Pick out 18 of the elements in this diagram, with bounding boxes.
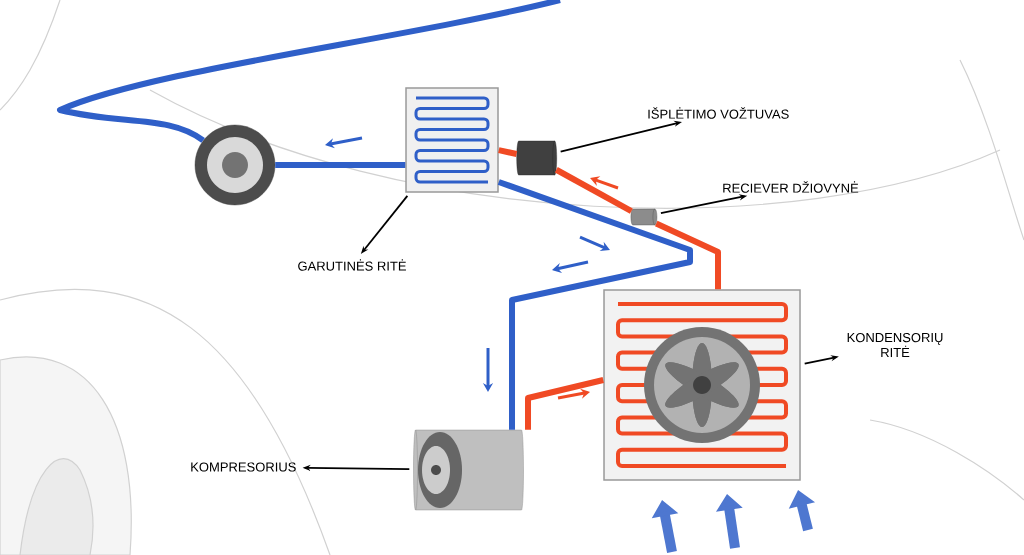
evaporator-coil: [405, 87, 499, 193]
refrigerant-pipe: [498, 147, 518, 157]
compressor: [413, 429, 524, 511]
valve: [516, 140, 557, 176]
refrigerant-pipe: [655, 220, 721, 290]
part-label: KONDENSORIŲ RITĖ: [847, 332, 943, 358]
part-label: RECIEVER DŽIOVYNĖ: [723, 181, 859, 193]
blower-fan: [194, 124, 276, 206]
part-label: GARUTINĖS RITĖ: [298, 259, 406, 271]
refrigerant-pipe: [554, 167, 633, 214]
refrigerant-pipe: [525, 377, 604, 430]
part-label: KOMPRESORIUS: [191, 462, 296, 472]
refrigerant-pipe: [57, 0, 561, 143]
refrigerant-pipe: [275, 162, 406, 168]
condenser-coil: [603, 289, 801, 481]
part-label: IŠPLĖTIMO VOŽTUVAS: [648, 107, 789, 119]
refrigerant-pipe: [497, 179, 693, 430]
drier-cylinder: [630, 208, 658, 226]
